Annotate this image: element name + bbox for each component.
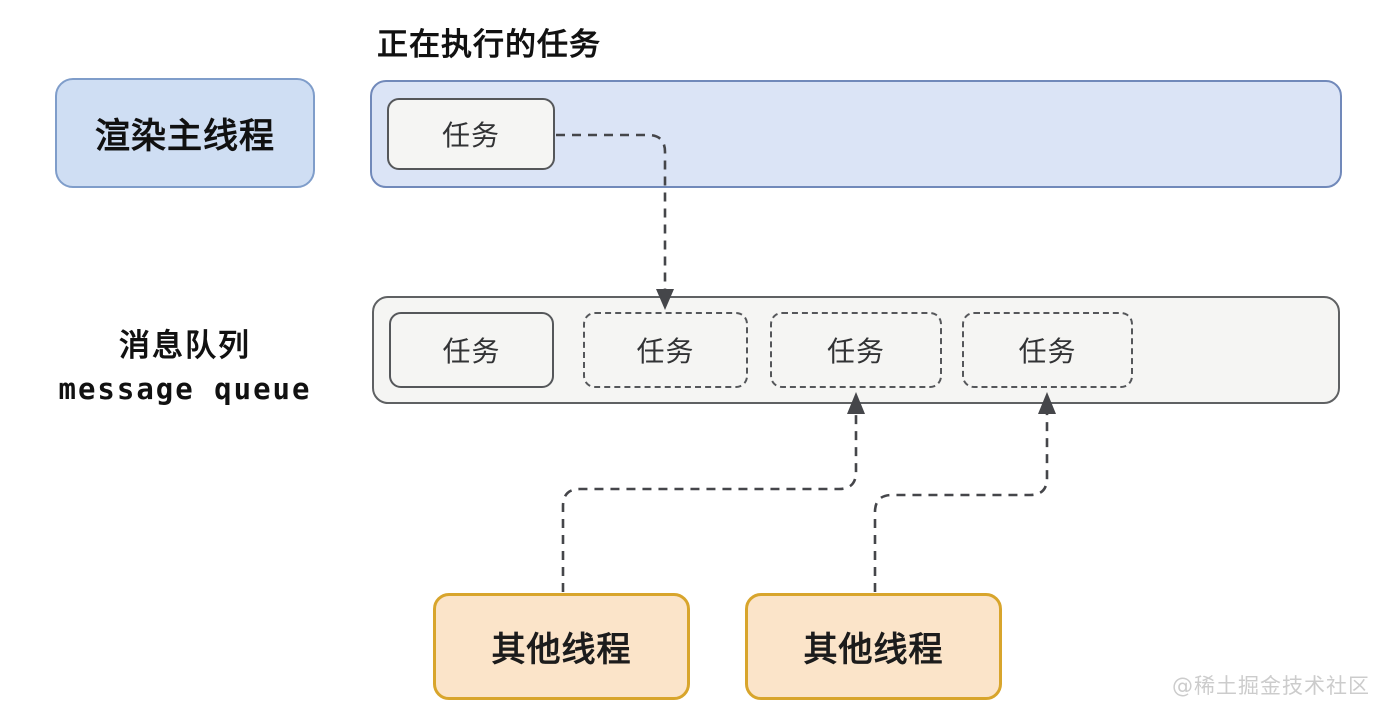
watermark: @稀土掘金技术社区: [1172, 674, 1370, 698]
thread1-to-queue-arrow: [561, 413, 858, 592]
other-thread-box: 其他线程: [745, 593, 1002, 700]
queue-task-box: 任务: [583, 312, 748, 388]
other-thread-box: 其他线程: [433, 593, 690, 700]
executing-task-title: 正在执行的任务: [377, 27, 601, 63]
message-queue-label-zh: 消息队列: [119, 328, 251, 364]
queue-task-box: 任务: [962, 312, 1133, 388]
executing-task-box: 任务: [387, 98, 555, 170]
message-queue-label-en: message queue: [58, 372, 312, 406]
message-queue-label: 消息队列 message queue: [28, 320, 342, 406]
render-main-thread-box: 渲染主线程: [55, 78, 315, 188]
queue-task-box: 任务: [770, 312, 942, 388]
thread2-to-queue-arrow: [873, 413, 1049, 592]
queue-task-box: 任务: [389, 312, 554, 388]
